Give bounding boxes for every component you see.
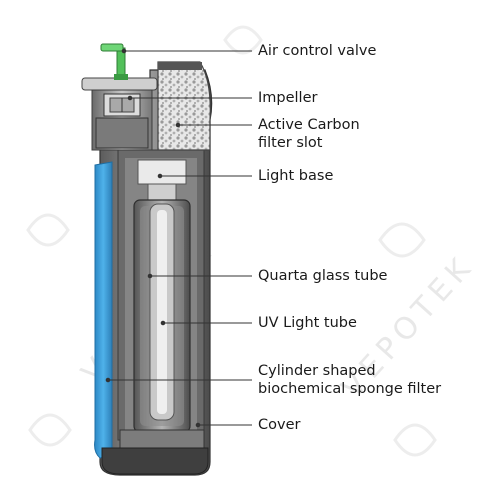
active-carbon-filter	[157, 61, 211, 151]
light-base	[137, 159, 187, 203]
sponge-filter	[119, 429, 205, 449]
label-air-control-valve: Air control valve	[258, 42, 376, 60]
label-text: Light base	[258, 168, 334, 184]
label-impeller: Impeller	[258, 89, 317, 107]
label-text: Cover	[258, 417, 301, 433]
top-housing	[81, 77, 158, 151]
label-sponge-filter: Cylinder shaped biochemical sponge filte…	[258, 362, 441, 398]
label-text: Cylinder shaped	[258, 363, 376, 379]
blue-side-panel	[94, 161, 113, 459]
label-active-carbon-filter-slot: Active Carbon filter slot	[258, 116, 360, 152]
label-text: filter slot	[258, 135, 323, 151]
cover	[101, 447, 209, 475]
air-control-valve	[100, 43, 128, 80]
label-text: Impeller	[258, 90, 318, 106]
uv-light-tube	[149, 203, 175, 421]
leaf-watermark-icon	[26, 25, 437, 457]
label-cover: Cover	[258, 416, 300, 434]
label-text: Active Carbon	[258, 117, 360, 133]
label-text: Quarta glass tube	[258, 268, 388, 284]
label-text: biochemical sponge filter	[258, 381, 442, 397]
label-text: UV Light tube	[258, 315, 357, 331]
label-text: Air control valve	[258, 43, 377, 59]
leader-lines	[105, 48, 252, 428]
label-uv-light-tube: UV Light tube	[258, 314, 357, 332]
label-light-base: Light base	[258, 167, 333, 185]
impeller	[103, 93, 141, 117]
label-quarta-glass-tube: Quarta glass tube	[258, 267, 387, 285]
